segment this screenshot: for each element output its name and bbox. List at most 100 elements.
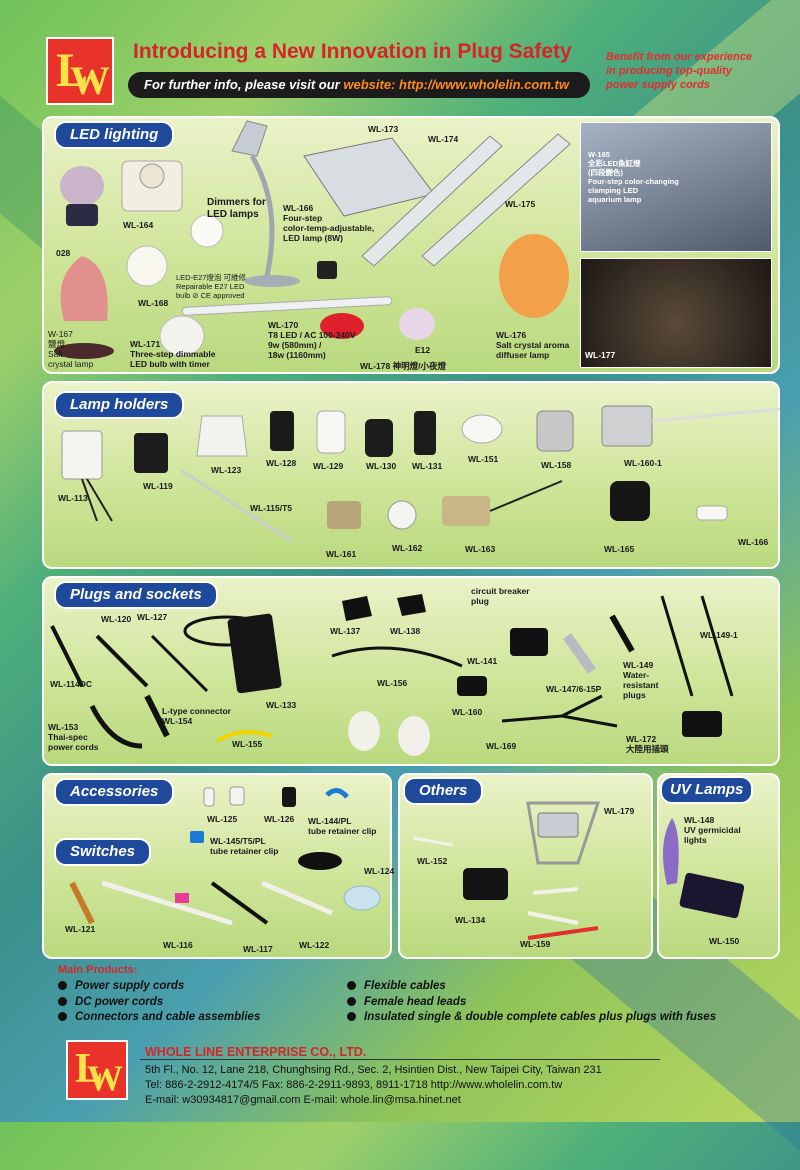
led-bulb-wl171 [159, 315, 205, 357]
label: W-167 鹽燈 Salt crystal lamp [48, 329, 94, 369]
label: WL-119 [143, 481, 173, 491]
label: WL-176 Salt crystal aroma diffuser lamp [496, 330, 570, 360]
cord-wl114dc [50, 625, 84, 687]
lead-wl159-b [527, 911, 579, 925]
label: WL-173 [368, 124, 399, 134]
label: WL-115/T5 [250, 503, 293, 513]
clip-wl144 [325, 788, 349, 799]
plug-wl160 [457, 676, 487, 696]
holder-wl165 [610, 481, 650, 521]
accessory-wl125 [203, 787, 215, 807]
aroma-lamp-base [66, 204, 98, 226]
led-bulb-wl168 [126, 245, 168, 287]
company-address: 5th Fl., No. 12, Lane 218, Chunghsing Rd… [145, 1064, 602, 1076]
aroma-lamp-028 [60, 166, 104, 206]
info-bar: For further info, please visit our websi… [128, 72, 590, 98]
label: WL-130 [366, 461, 397, 471]
plug-wl172 [682, 711, 722, 737]
label: WL-165 [604, 544, 635, 554]
switch-pink [175, 893, 189, 903]
plug-wl138 [397, 594, 426, 616]
lead-wl159-a [532, 887, 579, 895]
label: WL-171 Three-step dimmable LED bulb with… [130, 339, 216, 369]
section-title-accessories: Accessories [54, 778, 175, 806]
holder-wl158 [536, 410, 574, 452]
label: WL-179 [604, 806, 635, 816]
company-phone: Tel: 886-2-2912-4174/5 Fax: 886-2-2911-9… [145, 1079, 563, 1091]
plug-wl141 [510, 628, 548, 656]
plug-wl137 [342, 596, 372, 621]
label: WL-148 UV germicidal lights [684, 815, 741, 845]
label: WL-156 [377, 678, 408, 688]
label: WL-164 [123, 220, 154, 230]
uv-lamps-panel [657, 773, 780, 959]
label: WL-155 [232, 739, 263, 749]
label: WL-177 [585, 350, 616, 360]
product-item: Female head leads [347, 996, 466, 1008]
label: W-165 全彩LED魚缸燈 (四段變色) Four-step color-ch… [588, 150, 679, 204]
lead-wl159-c [527, 926, 599, 940]
lamp-frame-wl179 [526, 801, 601, 865]
logo-letter-w: W [87, 1058, 123, 1098]
label: WL-145/T5/PL tube retainer clip [210, 836, 279, 856]
product-item: DC power cords [58, 996, 163, 1008]
section-title-holders: Lamp holders [54, 391, 185, 419]
label: WL-147/6-15P [546, 684, 602, 694]
cord-wl153 [89, 704, 143, 749]
label: WL-175 [505, 199, 536, 209]
company-logo: L W [46, 37, 114, 105]
label: LED-E27燈泡 可維修 Repairable E27 LED bulb ⊘ … [176, 273, 247, 300]
label: WL-149 Water- resistant plugs [623, 660, 659, 700]
product-images-holders [61, 405, 780, 543]
label: WL-131 [412, 461, 443, 471]
holder-wl160-1 [601, 405, 653, 447]
holder-wl163 [442, 496, 490, 526]
logo-letter-l: L [75, 1046, 104, 1092]
label: WL-151 [468, 454, 499, 464]
product-images-accessories [69, 786, 381, 926]
power-adapter [317, 261, 337, 279]
power-strip-wl133 [227, 613, 282, 694]
bulb-wl156-a [348, 711, 380, 751]
label: WL-117 [243, 944, 273, 954]
string-lights-photo [580, 258, 772, 368]
label: WL-129 [313, 461, 344, 471]
headline: Introducing a New Innovation in Plug Saf… [133, 40, 572, 63]
label: WL-128 [266, 458, 297, 468]
label: WL-170 T8 LED / AC 100-240V 9w (580mm) /… [268, 320, 356, 360]
label: WL-141 [467, 656, 498, 666]
holder-wl113 [61, 430, 103, 480]
label: E12 [415, 345, 431, 355]
company-email: E-mail: w30934817@gmail.com E-mail: whol… [145, 1094, 461, 1106]
info-text: For further info, please visit our [144, 77, 344, 92]
logo-letter-l: L [56, 44, 89, 97]
accessory-wl126-b [282, 787, 296, 807]
plug-wl147 [562, 633, 597, 674]
product-item: Power supply cords [58, 980, 184, 992]
label: WL-116 [163, 940, 193, 950]
clip-wl145 [190, 831, 204, 843]
label: Dimmers for LED lamps [207, 197, 266, 220]
accessory-wl126-a [229, 786, 245, 806]
uv-lamp-wl150 [679, 872, 745, 919]
label: WL-160-1 [624, 458, 662, 468]
label: WL-124 [364, 866, 395, 876]
holder-wl130 [365, 419, 393, 457]
label: circuit breaker plug [471, 586, 530, 606]
label: WL-160 [452, 707, 483, 717]
connector-wl154 [144, 694, 170, 738]
holder-wl119 [134, 433, 168, 473]
red-bulb-wl178 [320, 313, 364, 339]
label: WL-127 [137, 612, 168, 622]
label: WL-174 [428, 134, 459, 144]
section-title-switches: Switches [54, 838, 152, 866]
label: WL-172 大陸用插頭 [626, 734, 669, 754]
switch-wl124-a [298, 852, 342, 870]
string-wl156 [331, 646, 463, 668]
holder-wl131 [414, 411, 436, 455]
salt-lamp-w167 [60, 256, 108, 321]
website-link[interactable]: website: http://www.wholelin.com.tw [343, 77, 569, 92]
label: WL-113 [58, 493, 88, 503]
holder-wl162 [387, 500, 417, 530]
label: WL-161 [326, 549, 357, 559]
